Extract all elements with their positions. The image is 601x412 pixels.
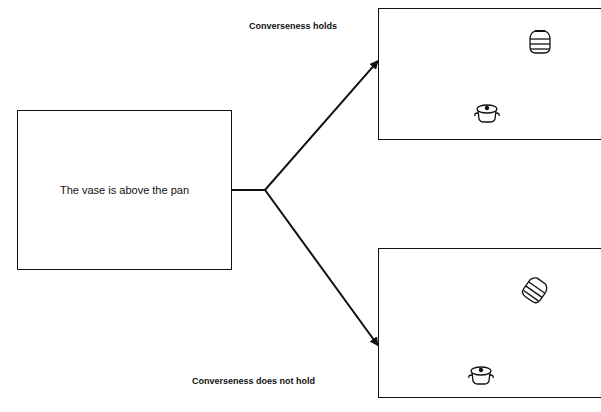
pan (469, 367, 493, 384)
upright-vase (530, 31, 550, 53)
scene-box (378, 248, 601, 398)
pan (475, 105, 499, 122)
arrow-connector (232, 190, 378, 346)
scene-box (378, 8, 601, 140)
arrow-connector (232, 61, 378, 190)
sentence-box: The vase is above the pan (17, 110, 232, 270)
edge-label: Converseness does not hold (190, 375, 317, 387)
edge-label: Converseness holds (247, 20, 339, 32)
node-text: The vase is above the pan (52, 180, 197, 200)
tilted-vase (520, 275, 549, 304)
